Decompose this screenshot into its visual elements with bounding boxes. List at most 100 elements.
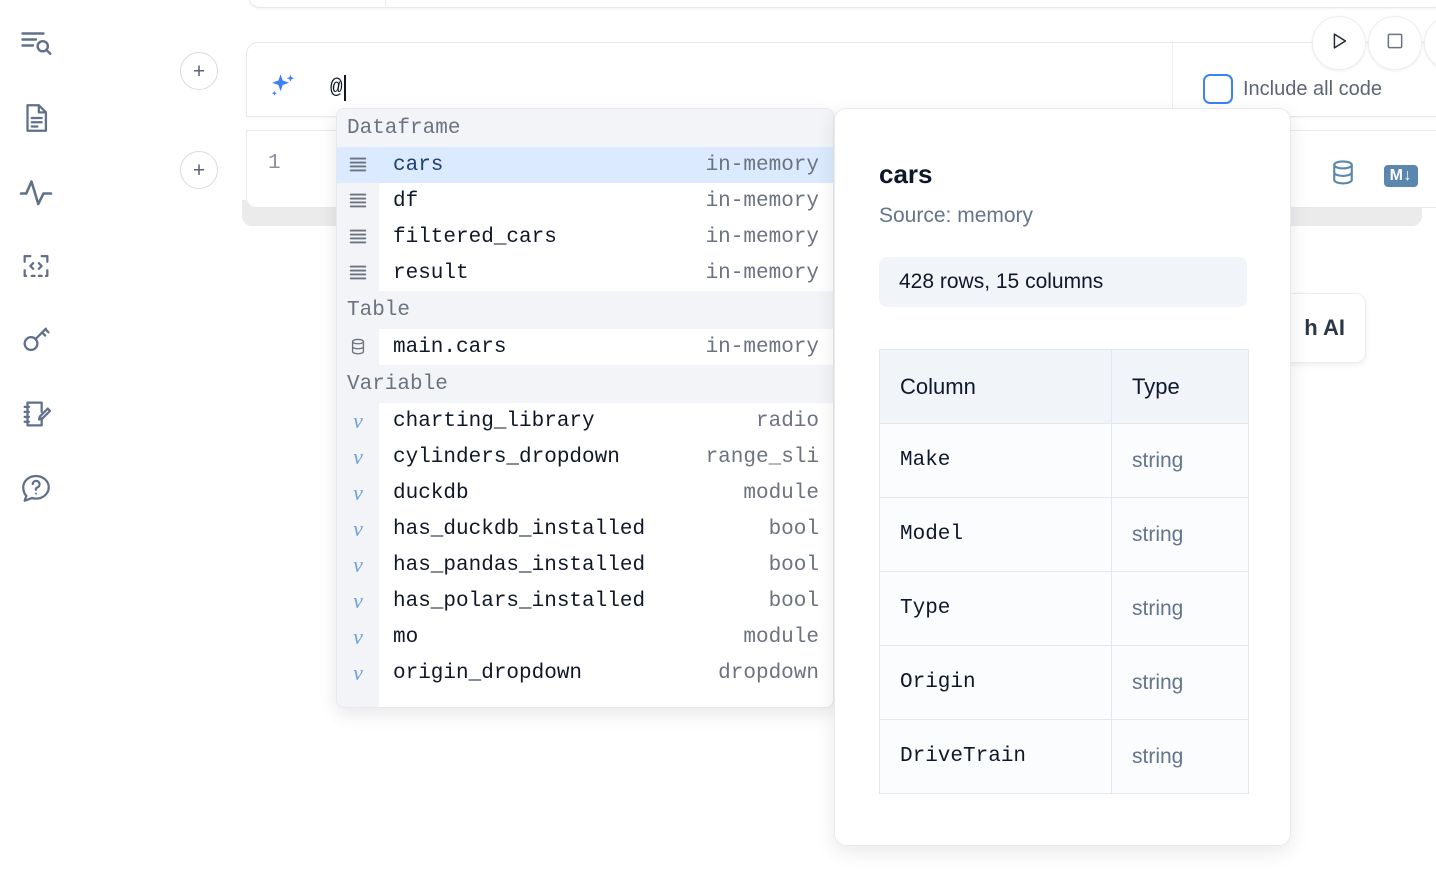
- generate-with-ai-label: h AI: [1304, 315, 1345, 340]
- include-all-code-label: Include all code: [1243, 77, 1382, 100]
- variable-icon: v: [337, 655, 379, 691]
- doc-column-type: string: [1111, 423, 1249, 498]
- doc-source: Source: memory: [879, 204, 1034, 227]
- cell-above-clipped: [248, 0, 1436, 8]
- text-caret: [343, 75, 346, 101]
- autocomplete-item-name: duckdb: [393, 481, 469, 505]
- autocomplete-item-body: has_duckdb_installed bool: [379, 511, 833, 547]
- ai-prompt-divider: [1172, 42, 1173, 117]
- doc-column-type: string: [1111, 497, 1249, 572]
- include-all-code-checkbox[interactable]: [1203, 74, 1233, 104]
- variable-icon: v: [337, 475, 379, 511]
- cell-status-icons: M↓: [1328, 158, 1418, 193]
- autocomplete-item-name: filtered_cars: [393, 225, 557, 249]
- autocomplete-item[interactable]: df in-memory: [337, 183, 833, 219]
- run-button[interactable]: [1312, 16, 1366, 70]
- autocomplete-item-type: bool: [768, 517, 819, 541]
- autocomplete-item-name: has_pandas_installed: [393, 553, 646, 577]
- variable-icon: v: [337, 403, 379, 439]
- autocomplete-item-type: dropdown: [718, 661, 819, 685]
- sidebar-item-variables[interactable]: [13, 166, 59, 218]
- autocomplete-item-type: bool: [768, 589, 819, 613]
- ai-prompt-input[interactable]: @: [330, 70, 1150, 106]
- activity-pulse-icon: [18, 174, 54, 210]
- plus-icon: +: [192, 59, 206, 83]
- autocomplete-item-type: in-memory: [705, 153, 819, 177]
- doc-column-type: string: [1111, 645, 1249, 720]
- add-cell-button-bottom[interactable]: +: [180, 151, 218, 189]
- sidebar-item-secrets[interactable]: [13, 314, 59, 366]
- autocomplete-item[interactable]: v origin_dropdown dropdown: [337, 655, 833, 691]
- autocomplete-item-name: df: [393, 189, 419, 213]
- dataframe-icon: [337, 147, 379, 183]
- autocomplete-group-header: Dataframe: [337, 109, 833, 147]
- autocomplete-item[interactable]: v has_polars_installed bool: [337, 583, 833, 619]
- doc-column-type: string: [1111, 571, 1249, 646]
- doc-column-name: Type: [879, 571, 1112, 646]
- play-triangle-icon: [1328, 30, 1350, 57]
- database-icon[interactable]: [1328, 158, 1358, 193]
- stop-button[interactable]: [1368, 16, 1422, 70]
- file-document-icon: [19, 101, 53, 135]
- dataframe-icon: [337, 255, 379, 291]
- sidebar-item-explore[interactable]: [13, 18, 59, 70]
- key-icon: [19, 323, 53, 357]
- line-number: 1: [268, 152, 281, 175]
- sidebar-item-scratchpad[interactable]: [13, 388, 59, 440]
- include-all-code-toggle[interactable]: Include all code: [1203, 74, 1382, 104]
- autocomplete-item-type: range_sli: [705, 445, 819, 469]
- doc-column-name: Origin: [879, 645, 1112, 720]
- autocomplete-item-type: in-memory: [705, 261, 819, 285]
- doc-title: cars: [879, 159, 933, 189]
- autocomplete-item-body: origin_dropdown dropdown: [379, 655, 833, 691]
- notepad-pencil-icon: [19, 397, 53, 431]
- stop-square-icon: [1385, 31, 1405, 56]
- autocomplete-item-name: origin_dropdown: [393, 661, 583, 685]
- variable-icon: v: [337, 547, 379, 583]
- autocomplete-item-type: in-memory: [705, 189, 819, 213]
- autocomplete-group-header: Table: [337, 291, 833, 329]
- variable-icon: v: [337, 583, 379, 619]
- sidebar-item-help[interactable]: [13, 462, 59, 514]
- autocomplete-item-body: df in-memory: [379, 183, 833, 219]
- sidebar-item-files[interactable]: [13, 92, 59, 144]
- autocomplete-item-type: module: [743, 625, 819, 649]
- autocomplete-item-type: in-memory: [705, 335, 819, 359]
- sidebar-item-snippets[interactable]: [13, 240, 59, 292]
- autocomplete-group-header: Variable: [337, 365, 833, 403]
- doc-table-header-cell: Column: [879, 349, 1112, 424]
- markdown-badge[interactable]: M↓: [1383, 164, 1418, 187]
- cell-above-divider: [385, 0, 386, 6]
- autocomplete-item[interactable]: v has_duckdb_installed bool: [337, 511, 833, 547]
- variable-icon: v: [337, 511, 379, 547]
- doc-summary: 428 rows, 15 columns: [879, 257, 1247, 307]
- autocomplete-item-type: radio: [755, 409, 819, 433]
- plus-icon: +: [192, 158, 206, 182]
- autocomplete-item-name: has_polars_installed: [393, 589, 646, 613]
- autocomplete-item-name: has_duckdb_installed: [393, 517, 646, 541]
- add-cell-button-top[interactable]: +: [180, 52, 218, 90]
- doc-table-header-cell: Type: [1111, 349, 1249, 424]
